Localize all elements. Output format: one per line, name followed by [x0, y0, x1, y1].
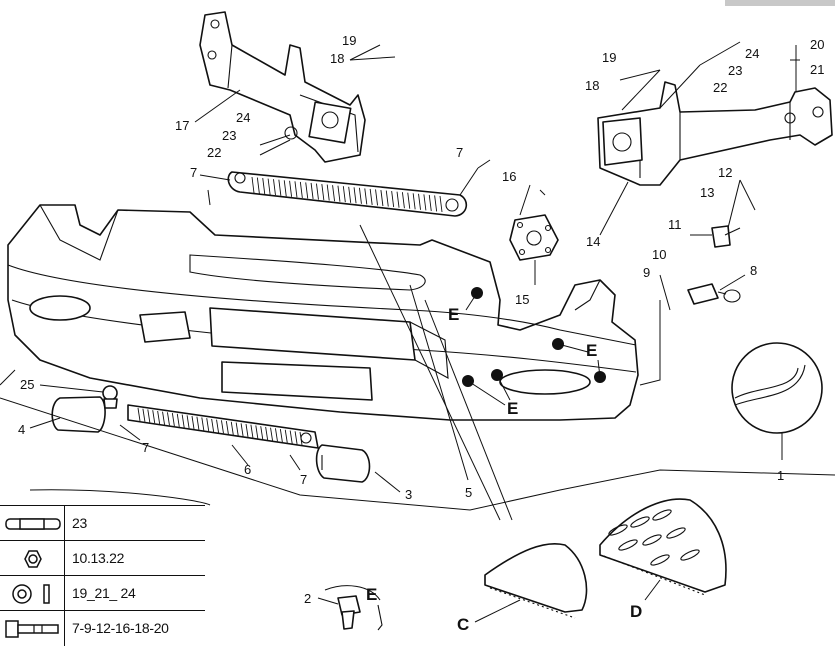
- callout-22-left: 22: [207, 145, 221, 160]
- callout-6: 6: [244, 462, 251, 477]
- label-d: D: [630, 602, 642, 621]
- lower-grille: [127, 404, 319, 449]
- callout-17: 17: [175, 118, 189, 133]
- fog-lamp-cover-right: [315, 444, 371, 483]
- detail-c-panel: [474, 543, 588, 623]
- tow-hook-8: [687, 283, 741, 305]
- callout-24-right: 24: [745, 46, 759, 61]
- callout-7-upper-right: 7: [456, 145, 463, 160]
- callout-25: 25: [20, 377, 34, 392]
- callout-16: 16: [502, 169, 516, 184]
- letter-labels: C D E E E E: [366, 305, 642, 634]
- callout-3: 3: [405, 487, 412, 502]
- washer-icon: [12, 584, 50, 604]
- leader-lines: [29, 41, 800, 493]
- callout-22-right: 22: [713, 80, 727, 95]
- label-e-bolt: E: [366, 585, 377, 604]
- detail-d-panel: [599, 498, 727, 601]
- bolt-icon: [5, 620, 59, 638]
- callout-5: 5: [465, 485, 472, 500]
- callout-8: 8: [750, 263, 757, 278]
- fastening-points: [462, 287, 606, 406]
- bolt-plate-icon: [5, 518, 61, 530]
- callout-21: 21: [810, 62, 824, 77]
- callout-14: 14: [586, 234, 600, 249]
- legend-text: 7-9-12-16-18-20: [72, 620, 169, 636]
- clip-25: [102, 385, 118, 409]
- corner-mark: [725, 0, 835, 6]
- callout-11: 11: [668, 217, 682, 232]
- mounting-plate-15: [509, 214, 559, 261]
- callout-23-right: 23: [728, 63, 742, 78]
- callout-10: 10: [652, 247, 666, 262]
- legend-row-washer: 19_21_ 24: [0, 575, 205, 611]
- upper-grille: [227, 171, 468, 217]
- callout-4: 4: [18, 422, 25, 437]
- callout-15: 15: [515, 292, 529, 307]
- callout-23-left: 23: [222, 128, 236, 143]
- callout-13: 13: [700, 185, 714, 200]
- callout-24-left: 24: [236, 110, 250, 125]
- detail-circle: [731, 342, 823, 460]
- legend-row-bolt-plate: 23: [0, 505, 205, 541]
- left-support-bracket: [199, 11, 366, 163]
- callout-12: 12: [718, 165, 732, 180]
- label-e-top: E: [448, 305, 459, 324]
- hex-nut-icon: [24, 550, 42, 568]
- legend-row-hex-nut: 10.13.22: [0, 540, 205, 576]
- hardware-legend: 23 10.13.22 19_21_ 24 7-9-12-16-18-20: [0, 505, 205, 646]
- fog-lamp-cover-left: [51, 396, 106, 433]
- callout-2: 2: [304, 591, 311, 606]
- callout-19-left: 19: [342, 33, 356, 48]
- legend-row-bolt: 7-9-12-16-18-20: [0, 610, 205, 646]
- bolt-2: [317, 585, 383, 631]
- callout-1: 1: [777, 468, 784, 483]
- callout-labels: 1 2 3 4 5 6 7 7 7 7 8 9 10 11 12 13 14 1…: [18, 33, 824, 606]
- label-e-right: E: [586, 341, 597, 360]
- label-c: C: [457, 615, 469, 634]
- clip-11: [711, 225, 741, 248]
- callout-9: 9: [643, 265, 650, 280]
- callout-19-right: 19: [602, 50, 616, 65]
- callout-7-lower-left: 7: [142, 440, 149, 455]
- callout-20: 20: [810, 37, 824, 52]
- callout-7-upper-left: 7: [190, 165, 197, 180]
- callout-18-left: 18: [330, 51, 344, 66]
- label-e-bottom: E: [507, 399, 518, 418]
- callout-7-lower-right: 7: [300, 472, 307, 487]
- legend-text: 10.13.22: [72, 550, 125, 566]
- front-bumper: [7, 204, 639, 521]
- legend-text: 23: [72, 515, 87, 531]
- callout-18-right: 18: [585, 78, 599, 93]
- legend-text: 19_21_ 24: [72, 585, 136, 601]
- right-support-bracket: [597, 81, 833, 186]
